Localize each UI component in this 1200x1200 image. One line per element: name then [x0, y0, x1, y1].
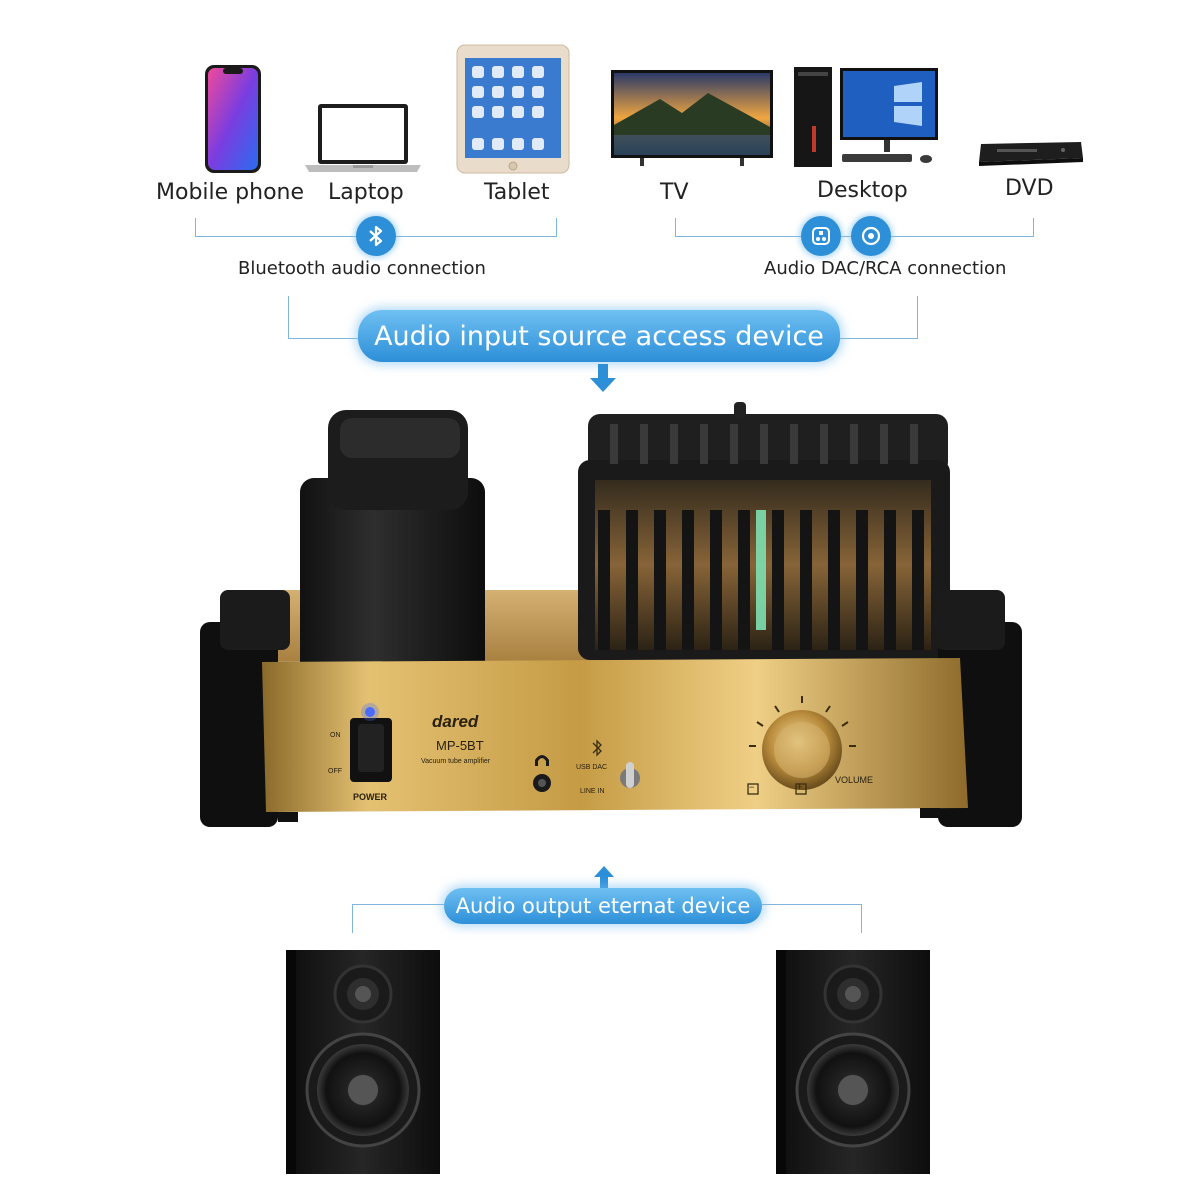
- arrow-down-icon: [590, 364, 616, 392]
- input-source-banner: Audio input source access device: [358, 310, 840, 362]
- volume-label: VOLUME: [835, 775, 874, 785]
- dvd-image: [979, 142, 1083, 166]
- label-tablet: Tablet: [484, 180, 550, 205]
- speaker-left: [286, 950, 440, 1174]
- arrow-up-icon: [594, 866, 614, 888]
- laptop-image: [305, 104, 421, 172]
- bluetooth-connection-label: Bluetooth audio connection: [238, 258, 486, 279]
- desktop-image: [794, 67, 938, 167]
- label-mobile-phone: Mobile phone: [156, 180, 305, 205]
- mobile-phone-image: [205, 65, 261, 173]
- volume-minus: −: [749, 782, 755, 792]
- amp-subtitle: Vacuum tube amplifier: [421, 758, 491, 765]
- power-label: POWER: [353, 792, 388, 802]
- line-in-label: LINE IN: [580, 788, 605, 795]
- amp-brand: dared: [432, 712, 479, 731]
- dac-rca-connection-label: Audio DAC/RCA connection: [764, 258, 1007, 279]
- usb-dac-icon: [801, 216, 841, 256]
- tv-image: [611, 70, 773, 166]
- usb-dac-label: USB DAC: [576, 764, 608, 771]
- output-device-banner: Audio output eternat device: [444, 888, 762, 924]
- label-laptop: Laptop: [328, 180, 404, 205]
- rca-icon: [851, 216, 891, 256]
- power-off-label: OFF: [328, 768, 342, 775]
- power-on-label: ON: [330, 732, 341, 739]
- speaker-right: [776, 950, 930, 1174]
- volume-plus: +: [797, 782, 803, 792]
- label-desktop: Desktop: [817, 178, 908, 203]
- tube-amplifier: [200, 402, 1022, 827]
- bluetooth-icon: [356, 216, 396, 256]
- label-dvd: DVD: [1005, 176, 1054, 201]
- label-tv: TV: [660, 180, 689, 205]
- amp-model: MP-5BT: [436, 738, 484, 753]
- tablet-image: [456, 44, 570, 174]
